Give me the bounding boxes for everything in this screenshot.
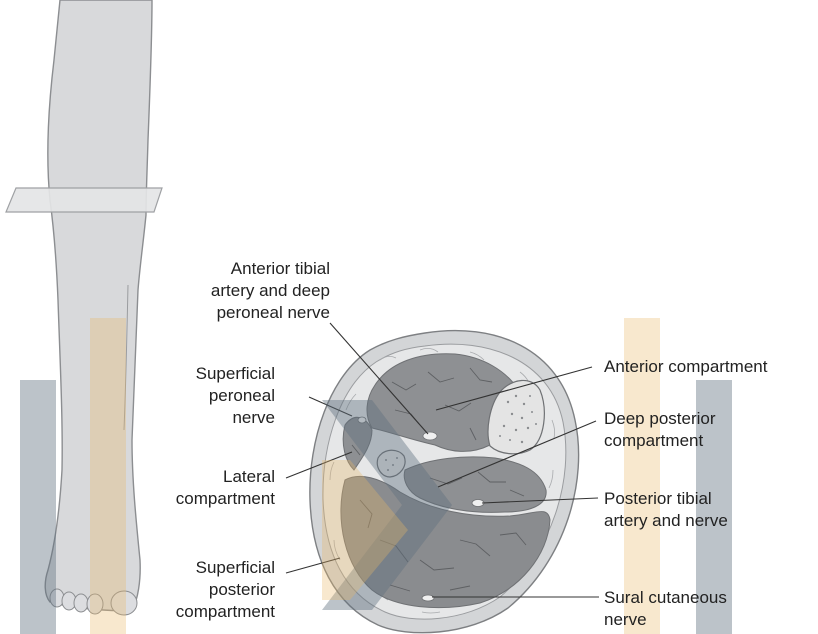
label-lateral-compartment: Lateral compartment	[150, 466, 275, 510]
cutting-plane	[6, 188, 162, 212]
label-sural-cutaneous: Sural cutaneous nerve	[604, 587, 804, 631]
sural-nerve-vessel	[422, 595, 434, 601]
label-anterior-tibial: Anterior tibial artery and deep peroneal…	[150, 258, 330, 324]
label-superficial-peroneal: Superficial peroneal nerve	[150, 363, 275, 429]
label-anterior-compartment: Anterior compartment	[604, 356, 814, 378]
anterior-tibial-vessel	[423, 432, 437, 440]
label-deep-posterior: Deep posterior compartment	[604, 408, 804, 452]
label-superficial-posterior: Superficial posterior compartment	[150, 557, 275, 623]
watermark-bar-1	[20, 380, 56, 634]
watermark-bar-2	[90, 318, 126, 634]
label-posterior-tibial: Posterior tibial artery and nerve	[604, 488, 804, 532]
